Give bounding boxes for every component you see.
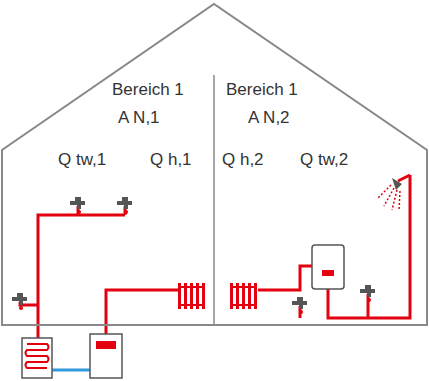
area-size: A N,1 (118, 108, 160, 128)
area-title: Bereich 1 (112, 80, 184, 100)
area-title: Bereich 1 (226, 80, 298, 100)
wall-boiler (312, 245, 344, 289)
divider-line (213, 75, 215, 325)
heat-demand-label: Q tw,2 (300, 150, 348, 170)
heating-coil (26, 344, 49, 368)
tap (70, 197, 85, 214)
heat-demand-label: Q h,2 (222, 150, 264, 170)
house-outline (2, 4, 427, 325)
heater-burner (96, 341, 116, 349)
shower-spray (378, 185, 400, 210)
tap (12, 293, 27, 310)
area-size: A N,2 (248, 108, 290, 128)
return-pipe (52, 369, 90, 372)
radiator (178, 283, 205, 309)
heat-demand-label: Q h,1 (150, 150, 192, 170)
tap (360, 285, 375, 302)
storage-tank (22, 338, 52, 378)
boiler-burner (322, 270, 334, 276)
heat-generator (90, 334, 122, 378)
tap (117, 197, 132, 214)
heat-demand-label: Q tw,1 (58, 150, 106, 170)
pipes (20, 175, 410, 338)
tap (292, 297, 307, 314)
floor-line (2, 324, 427, 326)
radiator (230, 283, 257, 309)
